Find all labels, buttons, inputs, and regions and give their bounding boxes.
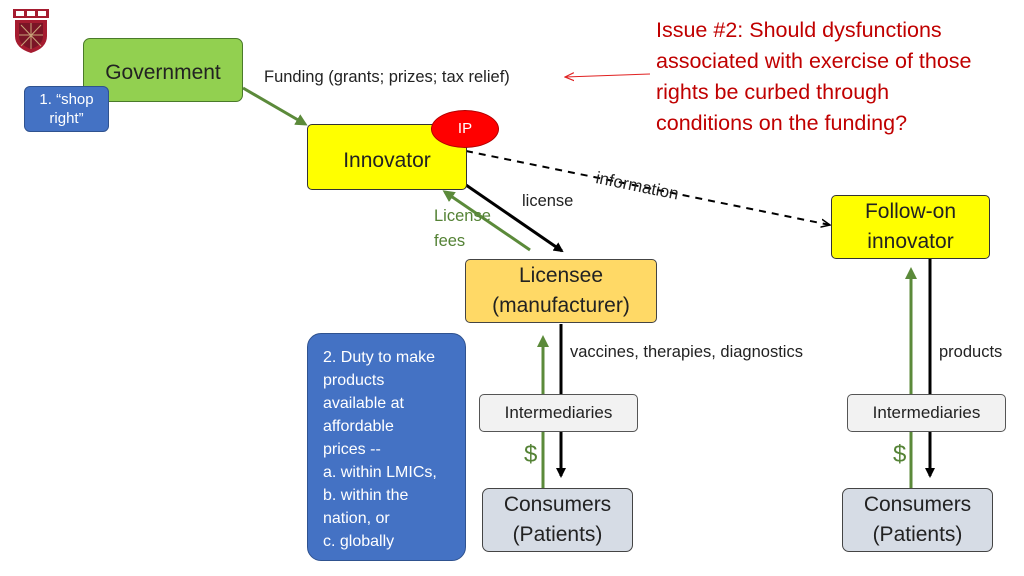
duty-line: b. within the — [323, 487, 409, 504]
license-fees-label: License fees — [434, 204, 491, 254]
consumers-left-line: (Patients) — [512, 523, 603, 546]
duty-line: affordable — [323, 418, 394, 435]
duty-to-make-products-box[interactable]: 2. Duty to make products available at af… — [307, 333, 466, 561]
duty-line: available at — [323, 395, 404, 412]
follow-on-line: innovator — [867, 230, 954, 253]
shop-right-line: 1. “shop — [39, 90, 94, 108]
issue-2-line: conditions on the funding? — [656, 111, 908, 135]
duty-line: a. within LMICs, — [323, 464, 437, 481]
follow-on-innovator-box[interactable]: Follow-on innovator — [831, 195, 990, 259]
consumers-left-box[interactable]: Consumers (Patients) — [482, 488, 633, 552]
consumers-right-box[interactable]: Consumers (Patients) — [842, 488, 993, 552]
information-dashed-arrow — [465, 150, 830, 225]
intermediaries-left-box[interactable]: Intermediaries — [479, 394, 638, 432]
license-label: license — [522, 192, 574, 210]
innovator-label: Innovator — [343, 149, 431, 172]
license-arrow — [465, 183, 564, 253]
issue-to-funding-arrow — [565, 74, 651, 77]
shop-right-line: right” — [49, 110, 84, 127]
government-box[interactable]: Government — [83, 38, 243, 102]
licensee-line: (manufacturer) — [492, 294, 630, 317]
consumers-right-line: (Patients) — [872, 523, 963, 546]
intermediaries-right-label: Intermediaries — [872, 402, 981, 422]
intermediaries-left-label: Intermediaries — [504, 402, 613, 422]
issue-2-question: Issue #2: Should dysfunctions associated… — [656, 15, 972, 139]
dollar-right-label: $ — [893, 441, 907, 468]
duty-line: products — [323, 372, 385, 389]
dollar-left-label: $ — [524, 441, 538, 468]
vaccines-label: vaccines, therapies, diagnostics — [570, 343, 803, 361]
license-fees-line: License — [434, 207, 491, 225]
issue-2-line: Issue #2: Should dysfunctions — [656, 18, 942, 42]
duty-line: prices -- — [323, 441, 381, 458]
harvard-shield-logo — [13, 9, 49, 53]
licensee-box[interactable]: Licensee (manufacturer) — [465, 259, 657, 323]
license-fees-arrow — [442, 190, 531, 252]
ip-label: IP — [457, 119, 473, 137]
issue-2-line: associated with exercise of those — [656, 49, 972, 73]
products-label: products — [939, 343, 1003, 361]
license-fees-line: fees — [434, 232, 466, 250]
duty-line: c. globally — [323, 533, 395, 550]
consumers-right-line: Consumers — [863, 493, 972, 516]
government-label: Government — [105, 61, 221, 84]
funding-label: Funding (grants; prizes; tax relief) — [264, 68, 510, 86]
government-to-innovator-arrow — [242, 86, 308, 126]
licensee-line: Licensee — [518, 264, 604, 287]
ip-badge[interactable]: IP — [431, 110, 499, 148]
consumers-left-line: Consumers — [503, 493, 612, 516]
duty-line: 2. Duty to make — [323, 349, 436, 366]
shop-right-box[interactable]: 1. “shop right” — [24, 86, 109, 132]
duty-line: nation, or — [323, 510, 390, 527]
intermediaries-right-box[interactable]: Intermediaries — [847, 394, 1006, 432]
follow-on-line: Follow-on — [864, 200, 957, 223]
issue-2-line: rights be curbed through — [656, 80, 890, 104]
